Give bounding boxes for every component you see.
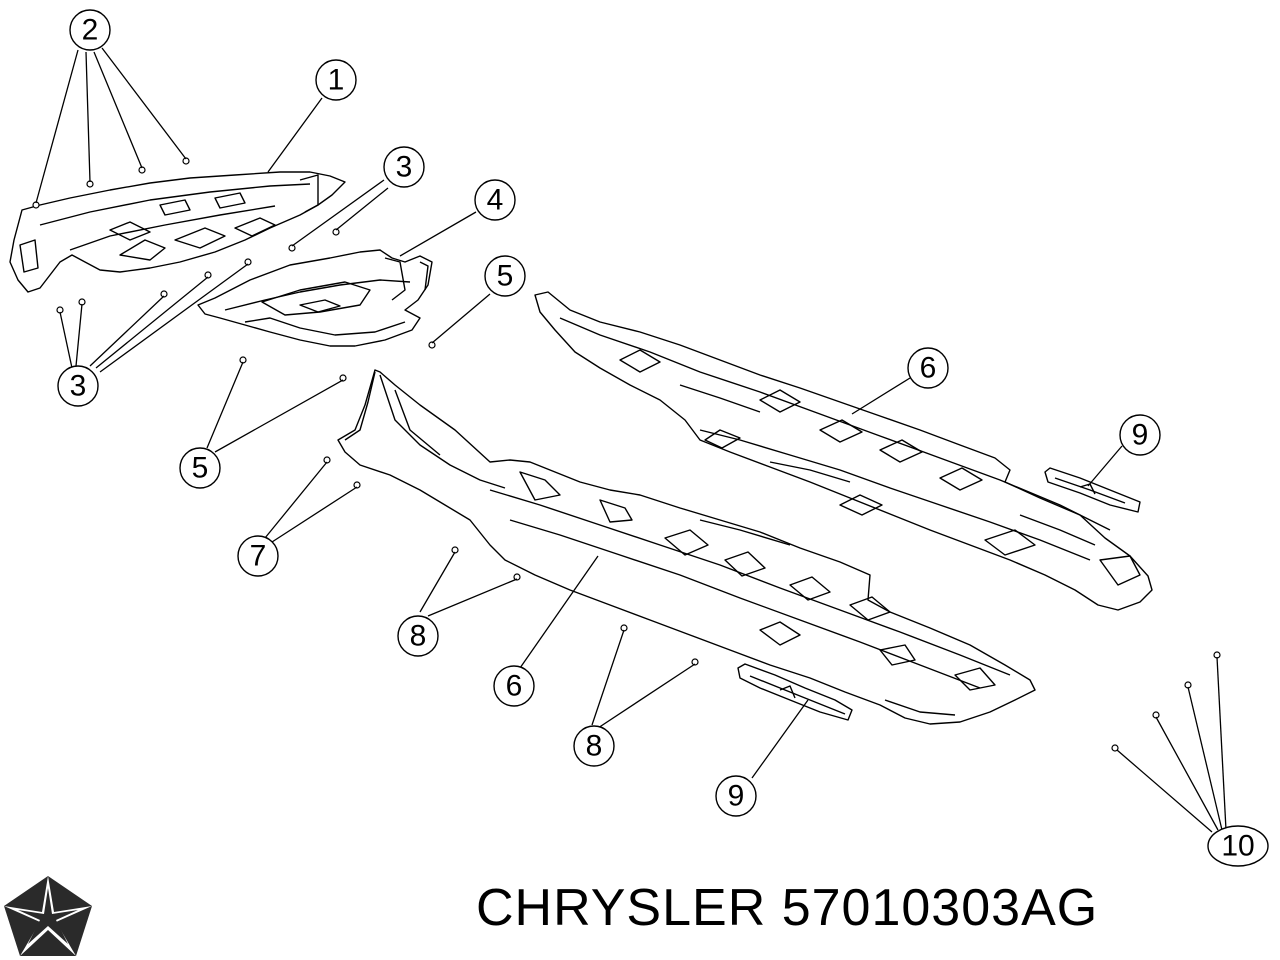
fastener [1111, 744, 1119, 752]
fastener [204, 271, 212, 279]
callout-9-lower: 9 [715, 775, 757, 817]
callouts: 2 1 3 4 5 6 3 5 [57, 9, 1269, 867]
svg-text:6: 6 [506, 670, 523, 703]
part-9-lower-bracket [737, 663, 853, 721]
svg-text:6: 6 [920, 352, 937, 385]
callout-10: 10 [1207, 825, 1269, 867]
chrysler-pentastar-logo [4, 876, 92, 956]
callout-3-upper: 3 [383, 146, 425, 188]
svg-text:9: 9 [728, 780, 745, 813]
fasteners [32, 157, 1221, 752]
svg-text:3: 3 [396, 151, 413, 184]
fastener [332, 228, 340, 236]
fastener [513, 573, 521, 581]
svg-text:3: 3 [70, 370, 87, 403]
fastener [428, 341, 436, 349]
svg-text:4: 4 [487, 184, 504, 217]
leader-lines [35, 47, 1227, 833]
callout-9-upper: 9 [1119, 414, 1161, 456]
svg-text:10: 10 [1221, 830, 1254, 863]
callout-3-lower: 3 [57, 365, 99, 407]
svg-text:9: 9 [1132, 419, 1149, 452]
callout-5-upper: 5 [484, 255, 526, 297]
brand-name: CHRYSLER [476, 879, 767, 937]
callout-6-lower: 6 [493, 665, 535, 707]
footer-part-label: CHRYSLER 57010303AG [476, 878, 1098, 938]
fastener [691, 658, 699, 666]
callout-8-lower: 8 [573, 725, 615, 767]
svg-text:7: 7 [250, 540, 267, 573]
svg-text:8: 8 [410, 620, 427, 653]
callout-7: 7 [237, 535, 279, 577]
svg-text:5: 5 [497, 260, 514, 293]
callout-4: 4 [474, 179, 516, 221]
callout-2: 2 [69, 9, 111, 51]
svg-text:5: 5 [192, 452, 209, 485]
svg-text:2: 2 [82, 14, 99, 47]
part-number: 57010303AG [781, 879, 1099, 937]
part-6-upper-shield [534, 291, 1153, 611]
fastener [288, 244, 296, 252]
callout-5-lower: 5 [179, 447, 221, 489]
callout-8-upper: 8 [397, 615, 439, 657]
svg-text:8: 8 [586, 730, 603, 763]
fastener [353, 481, 361, 489]
fastener [160, 290, 168, 298]
fastener [244, 258, 252, 266]
part-6-lower-shield [337, 369, 1036, 725]
svg-text:1: 1 [328, 64, 345, 97]
callout-1: 1 [315, 59, 357, 101]
part-4-lower-pan [197, 249, 433, 347]
callout-6-upper: 6 [907, 347, 949, 389]
part-1-front-shield [9, 171, 346, 293]
fastener [339, 374, 347, 382]
